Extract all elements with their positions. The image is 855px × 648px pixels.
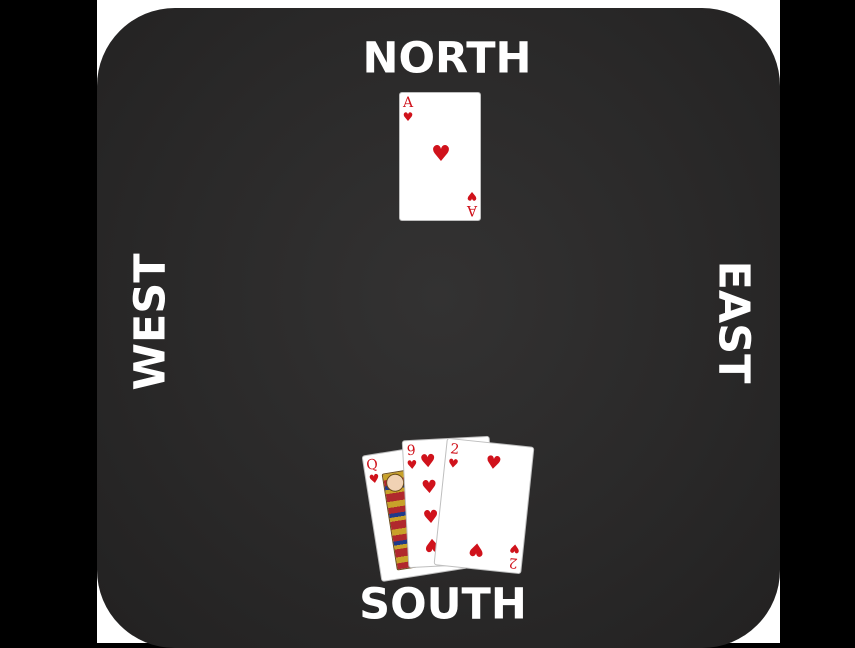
card-corner-top: A ♥ bbox=[402, 96, 414, 123]
card-corner-bottom: A ♥ bbox=[466, 190, 478, 217]
heart-pip-icon: ♥ bbox=[419, 453, 436, 472]
card-rank: 2 bbox=[507, 555, 520, 570]
card-corner-top: 9 ♥ bbox=[405, 444, 418, 472]
card-corner-top: 2 ♥ bbox=[447, 442, 462, 470]
card-corner-bottom: 2 ♥ bbox=[507, 542, 522, 570]
played-card-north-ace-of-hearts: A ♥ ♥ A ♥ bbox=[399, 92, 481, 221]
heart-pip-icon: ♥ bbox=[468, 539, 486, 559]
heart-suit-icon: ♥ bbox=[367, 472, 381, 486]
seat-label-west: WEST bbox=[130, 253, 173, 390]
heart-suit-icon: ♥ bbox=[447, 457, 460, 470]
card-rank: A bbox=[402, 96, 414, 110]
heart-suit-icon: ♥ bbox=[466, 190, 478, 202]
heart-suit-icon: ♥ bbox=[402, 111, 414, 123]
seat-label-north: NORTH bbox=[362, 38, 531, 81]
heart-suit-icon: ♥ bbox=[406, 459, 419, 472]
heart-pip-icon: ♥ bbox=[485, 454, 503, 474]
seat-label-south: SOUTH bbox=[359, 584, 527, 627]
card-rank: 2 bbox=[448, 442, 461, 457]
card-rank: 9 bbox=[405, 444, 418, 459]
heart-suit-icon: ♥ bbox=[508, 542, 521, 555]
card-rank: A bbox=[466, 203, 478, 217]
card-corner-top: Q ♥ bbox=[365, 457, 381, 486]
heart-pip-icon: ♥ bbox=[421, 479, 438, 498]
hand-card-two-of-hearts[interactable]: 2 ♥ ♥ ♥ 2 ♥ bbox=[434, 438, 535, 574]
heart-pip-icon: ♥ bbox=[431, 144, 451, 166]
seat-label-east: EAST bbox=[712, 261, 755, 384]
